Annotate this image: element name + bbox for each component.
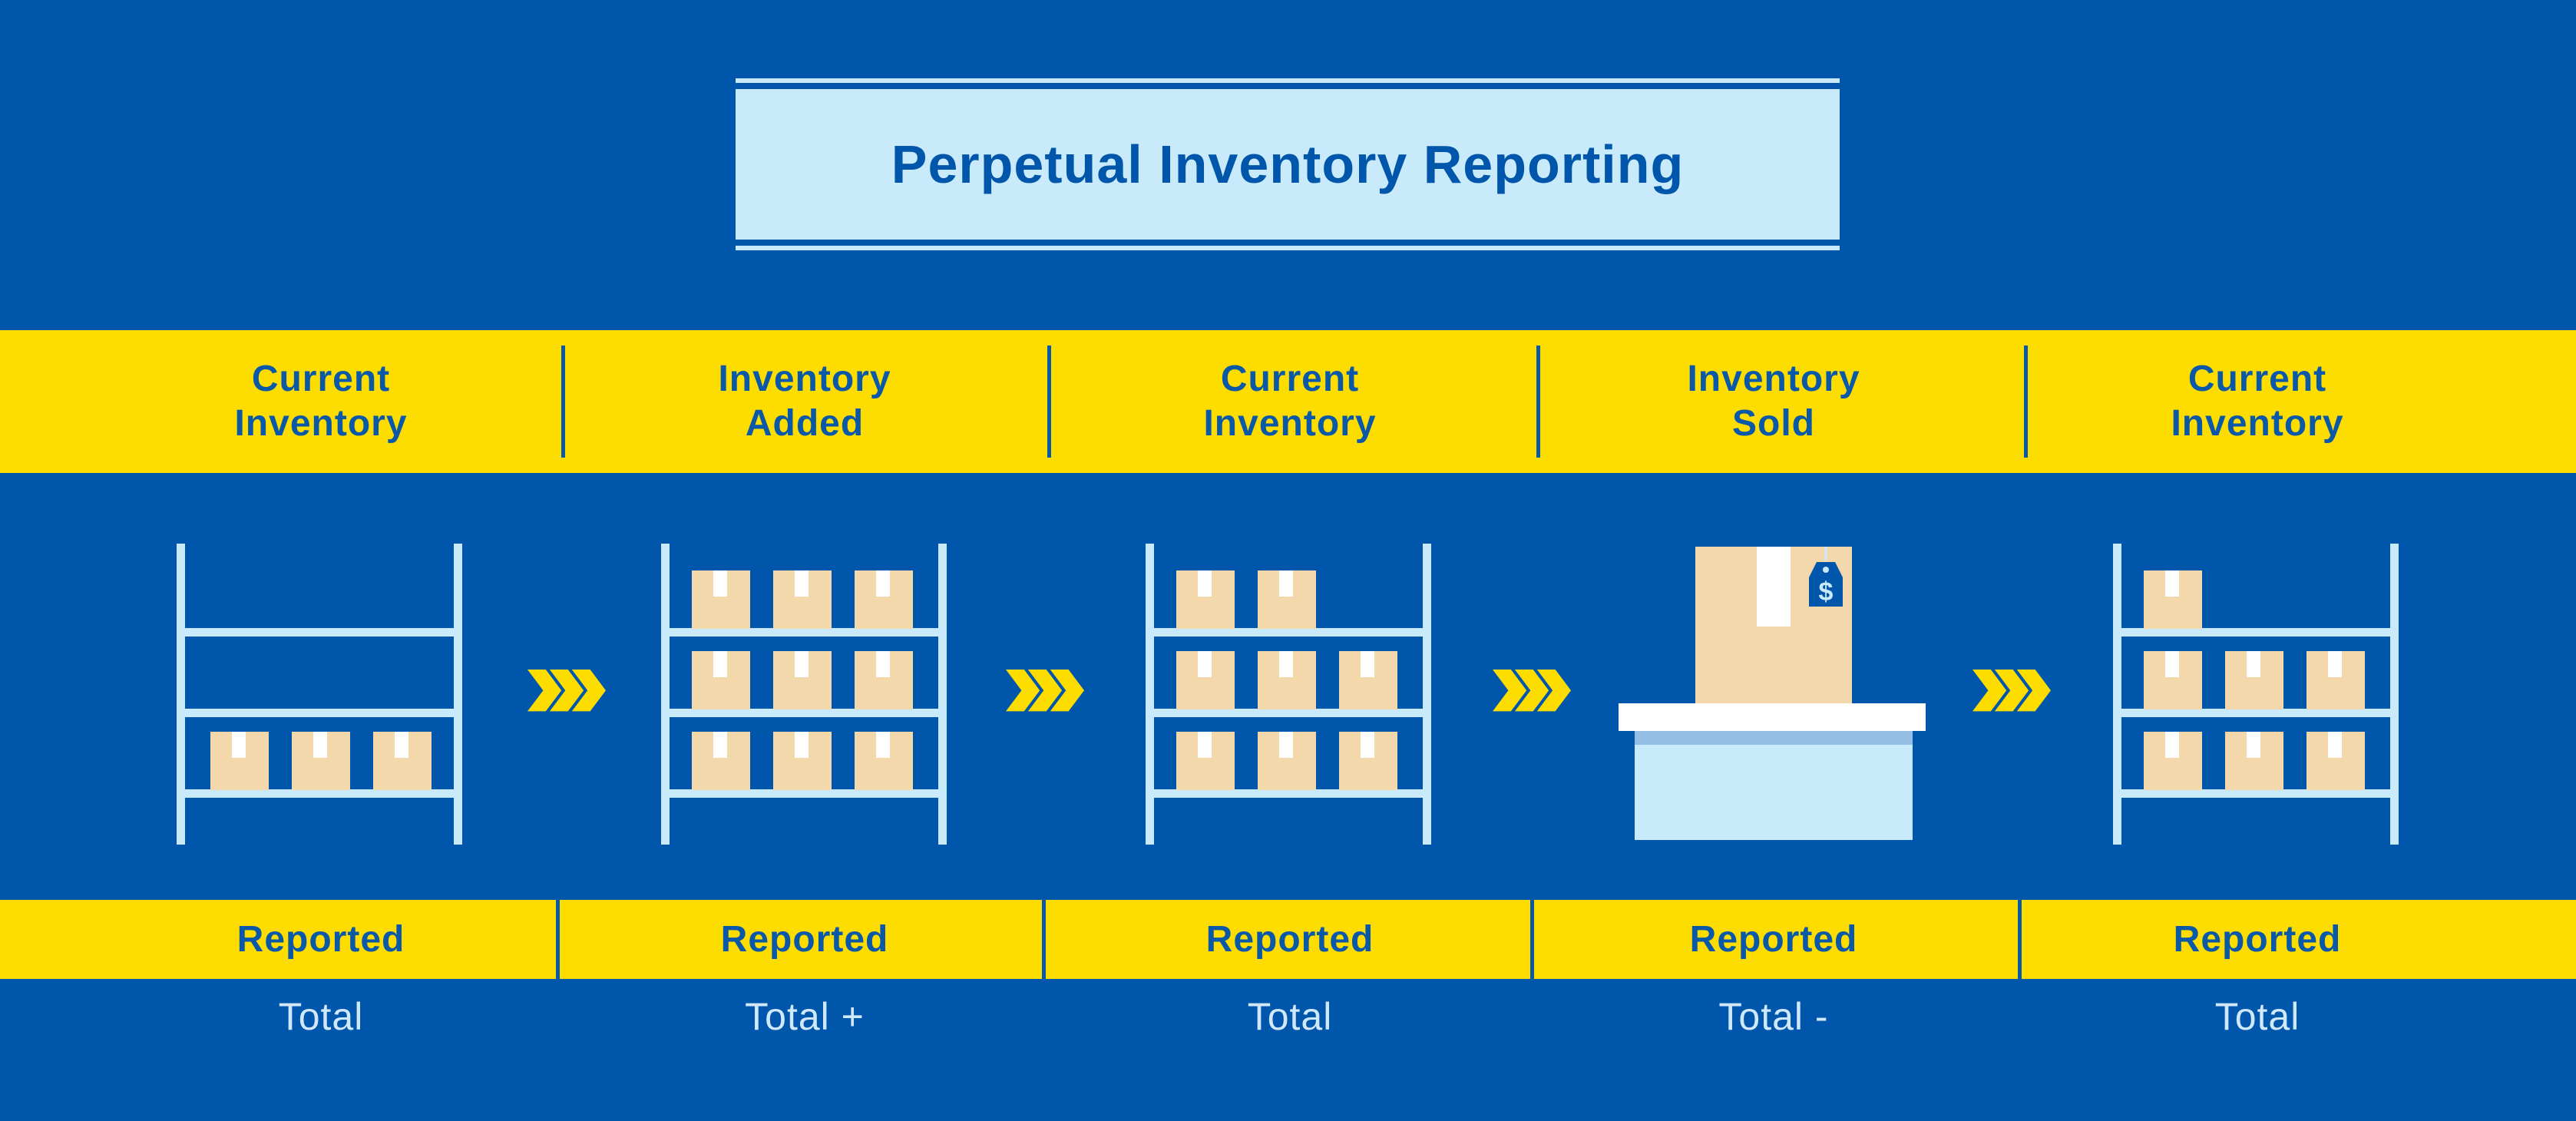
column-divider <box>1042 900 1046 979</box>
reported-band: Reported Reported Reported Reported Repo… <box>0 900 2576 979</box>
step-header-line2: Inventory <box>1203 403 1377 444</box>
step-header-line2: Inventory <box>2171 403 2344 444</box>
chevron-arrow-icon <box>1493 670 1571 712</box>
reported-label: Reported <box>1205 919 1374 960</box>
total-label: Total <box>278 995 364 1038</box>
step-header-line2: Added <box>745 403 865 444</box>
column-divider <box>1047 346 1051 458</box>
title-rule-top <box>736 78 1840 83</box>
column-divider <box>556 900 560 979</box>
shelf-icon <box>177 544 462 845</box>
chevron-arrow-icon <box>1006 670 1084 712</box>
total-label: Total <box>2214 995 2300 1038</box>
column-divider <box>2018 900 2022 979</box>
step-header-line1: Current <box>1220 359 1360 399</box>
title-rule-bottom <box>736 246 1840 250</box>
title-banner: Perpetual Inventory Reporting <box>736 78 1840 250</box>
step-header-line1: Inventory <box>718 359 891 399</box>
price-tag-icon: $ <box>1809 547 1843 607</box>
column-divider <box>561 346 565 458</box>
chevron-arrow-icon <box>1973 670 2051 712</box>
title-background <box>736 89 1840 240</box>
checkout-counter-icon: $ <box>1619 547 1926 840</box>
total-label: Total <box>1247 995 1333 1038</box>
reported-label: Reported <box>236 919 405 960</box>
chevron-arrow-icon <box>527 670 606 712</box>
step-header-line1: Inventory <box>1687 359 1860 399</box>
total-label: Total + <box>745 995 865 1038</box>
shelf-icon <box>2113 544 2399 845</box>
column-divider <box>1530 900 1534 979</box>
reported-label: Reported <box>720 919 889 960</box>
shelf-icon <box>661 544 947 845</box>
shelf-icon <box>1146 544 1431 845</box>
reported-label: Reported <box>2173 919 2342 960</box>
step-header-line1: Current <box>2187 359 2327 399</box>
page-title: Perpetual Inventory Reporting <box>891 134 1685 194</box>
price-tag-symbol: $ <box>1819 577 1834 607</box>
total-label: Total - <box>1718 995 1829 1038</box>
step-header-line2: Sold <box>1731 403 1815 444</box>
column-divider <box>1536 346 1540 458</box>
step-header-line2: Inventory <box>234 403 408 444</box>
step-header-line1: Current <box>251 359 391 399</box>
column-divider <box>2024 346 2028 458</box>
reported-label: Reported <box>1689 919 1858 960</box>
